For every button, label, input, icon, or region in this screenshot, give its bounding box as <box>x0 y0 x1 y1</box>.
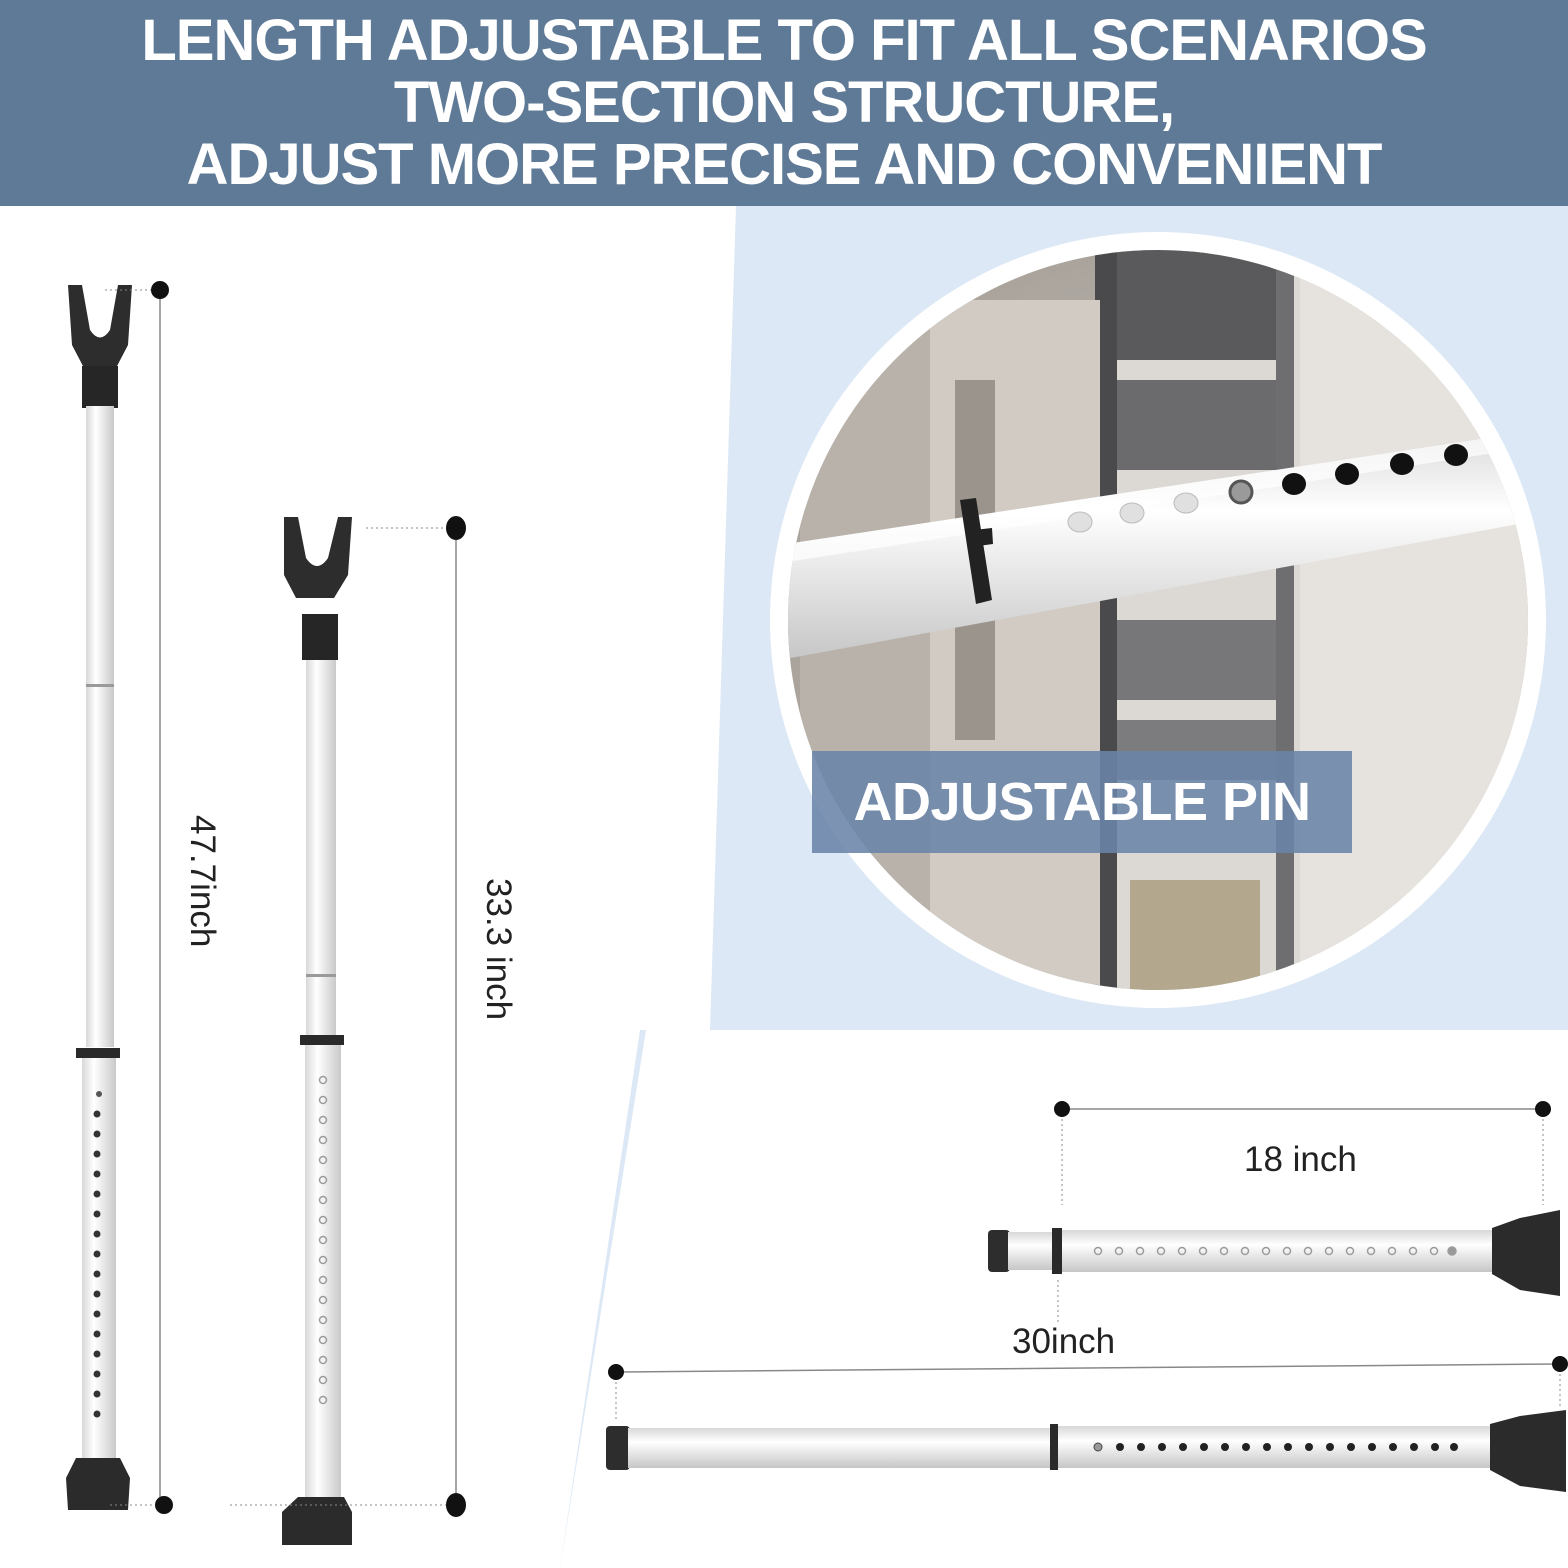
pin-detail-circle <box>770 232 1546 1008</box>
header-line-3: ADJUST MORE PRECISE AND CONVENIENT <box>186 132 1383 197</box>
short-bar-holes <box>1093 1246 1457 1256</box>
adjustable-pin-banner: ADJUSTABLE PIN <box>812 751 1352 853</box>
medium-bar-length-label: 33.3 inch <box>479 878 518 1021</box>
medium-bar-holes <box>318 1075 328 1405</box>
tall-bar-length-label: 47.7inch <box>183 815 222 948</box>
header-line-1: LENGTH ADJUSTABLE TO FIT ALL SCENARIOS <box>141 8 1427 73</box>
short-dimension-line <box>1054 1101 1551 1325</box>
long-bar-holes <box>1093 1442 1458 1452</box>
tall-bar-holes <box>93 1110 101 1418</box>
medium-door-bar <box>282 517 352 1545</box>
header-banner: LENGTH ADJUSTABLE TO FIT ALL SCENARIOS T… <box>0 0 1568 206</box>
medium-dimension-line <box>230 516 466 1517</box>
long-horizontal-bar <box>606 1410 1566 1492</box>
long-dimension-line <box>608 1356 1568 1420</box>
short-bar-length-label: 18 inch <box>1244 1140 1357 1179</box>
long-bar-length-label: 30inch <box>1012 1322 1116 1361</box>
adjustable-pin-label: ADJUSTABLE PIN <box>853 772 1311 832</box>
tall-dimension-line <box>105 281 173 1514</box>
short-horizontal-bar <box>988 1210 1560 1296</box>
tall-door-bar <box>66 285 132 1510</box>
header-line-2: TWO-SECTION STRUCTURE, <box>393 70 1175 135</box>
